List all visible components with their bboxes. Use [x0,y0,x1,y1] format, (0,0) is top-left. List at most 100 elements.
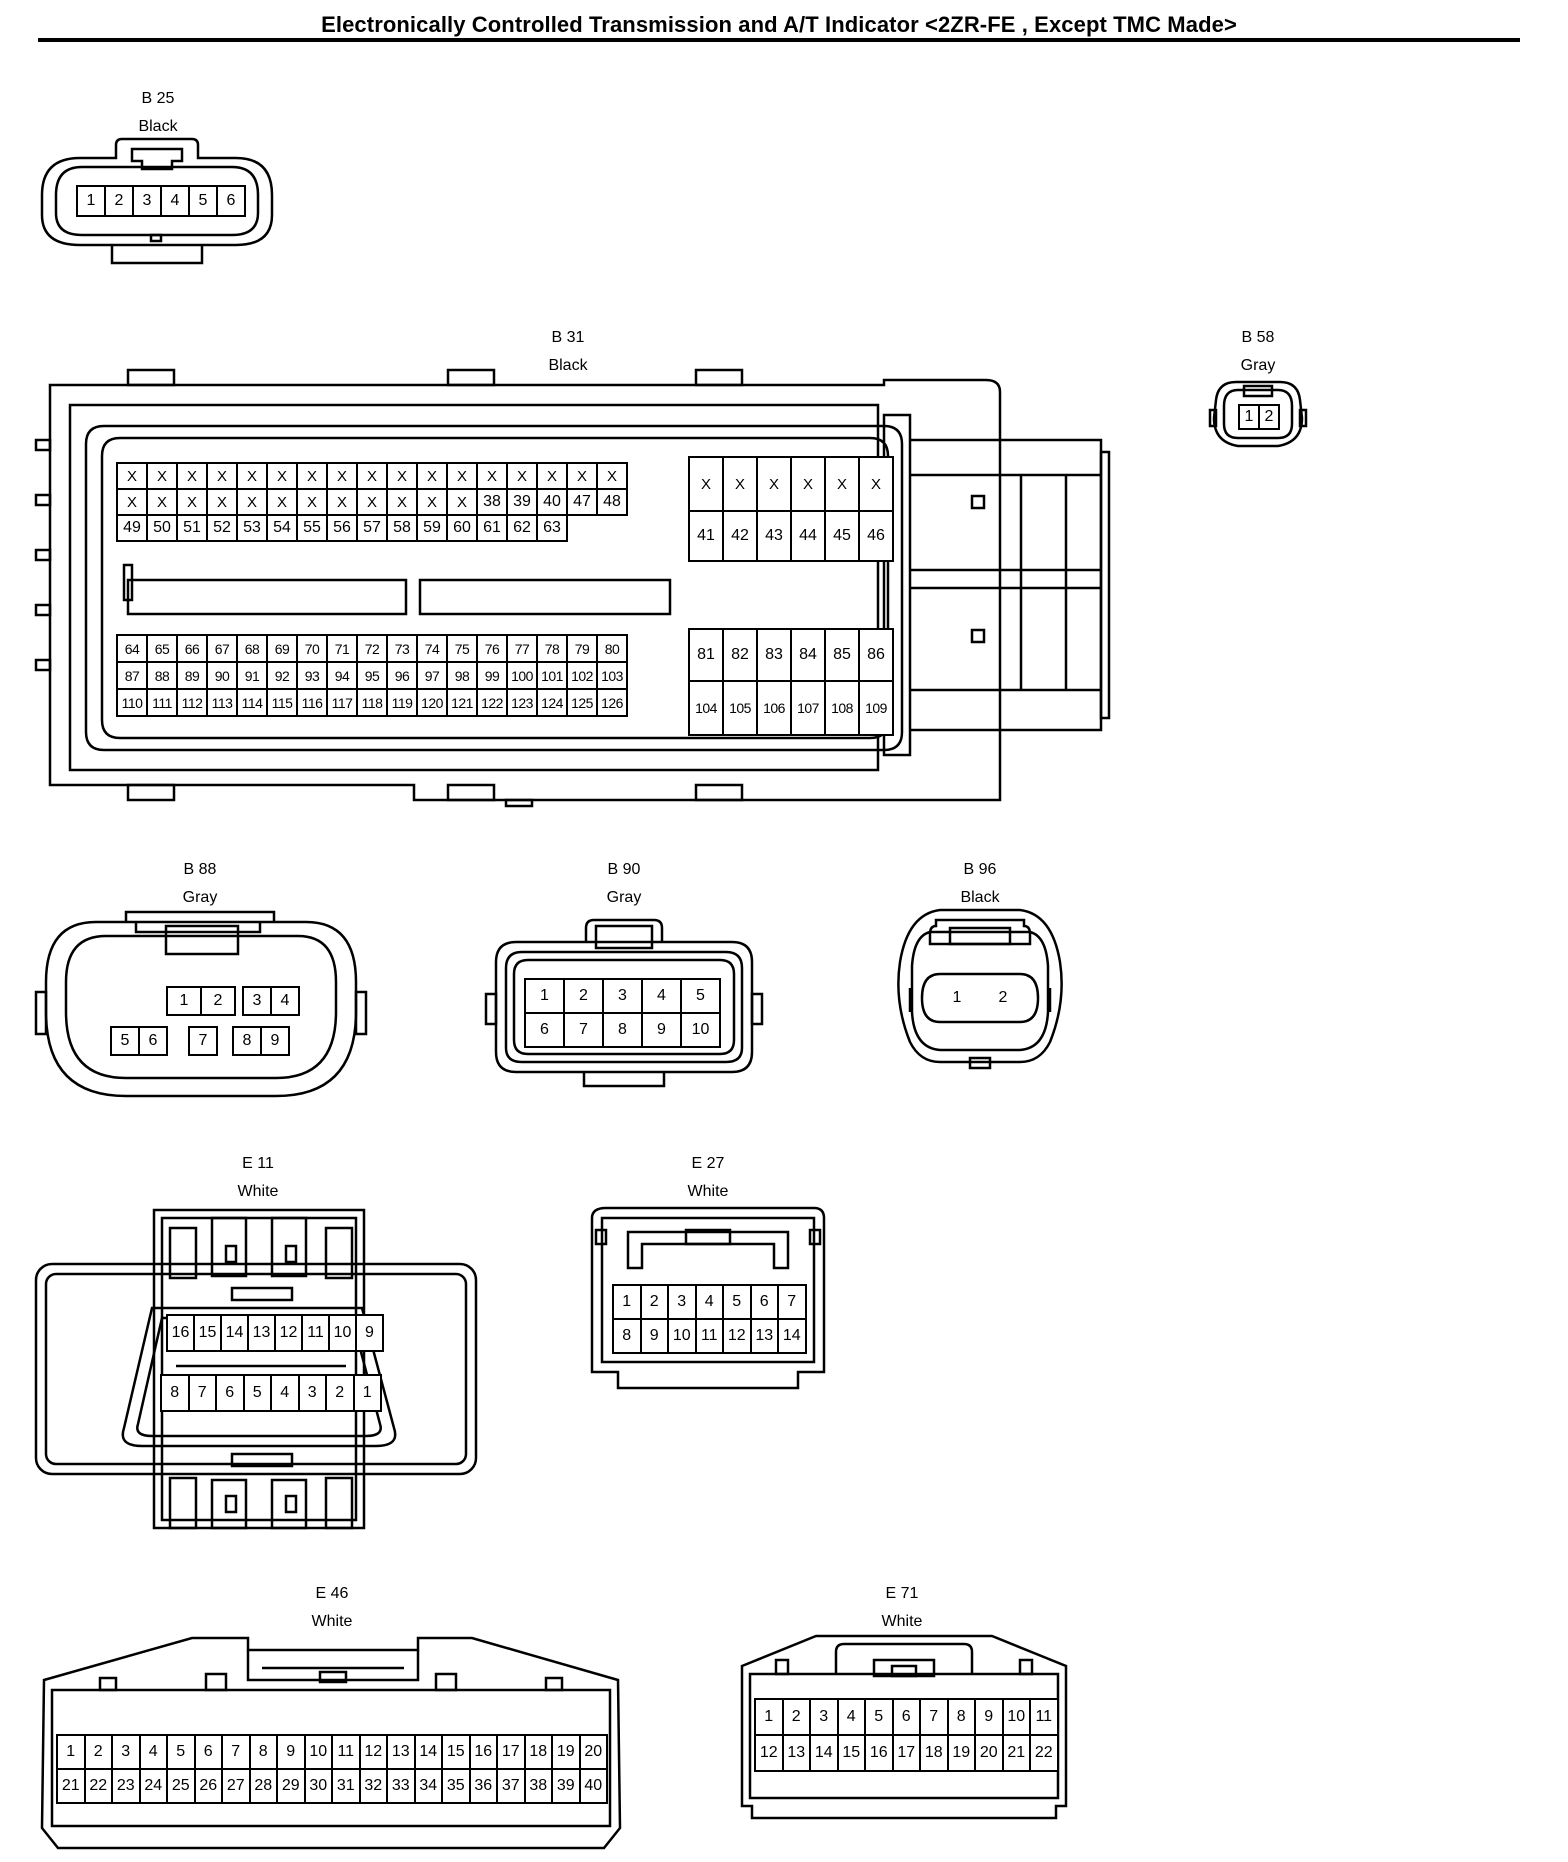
pin-cell: 10 [682,1014,721,1048]
pin-cell-unused: X [208,464,238,490]
pin-cell: 49 [118,516,148,542]
pin-cell-unused: X [598,464,628,490]
pin-cell: 27 [223,1770,251,1804]
pin-cell: 2 [106,187,134,217]
pin-cell: 11 [333,1736,361,1770]
pin-cell: 28 [250,1770,278,1804]
pin-cell: 5 [168,1736,196,1770]
connector-code: E 71 [885,1585,919,1602]
pin-cell: 8 [614,1320,642,1354]
pin-cell: 5 [112,1028,140,1056]
pin-cell-unused: X [690,458,724,512]
pin-cell: 3 [244,988,272,1016]
connector-code: B 90 [607,861,641,878]
pin-cell: 34 [415,1770,443,1804]
pin-cell: 7 [223,1736,251,1770]
pin-cell: 12 [360,1736,388,1770]
connector-code: E 11 [242,1155,274,1172]
pin-cell: 1 [614,1286,642,1320]
pin-cell: 68 [238,636,268,663]
connector-color: Black [548,357,588,374]
pin-cell: 30 [305,1770,333,1804]
pin-cell: 114 [238,690,268,717]
pin-cell: 8 [604,1014,643,1048]
pin-cell: 3 [134,187,162,217]
pin-cell: 122 [478,690,508,717]
connector-color: Black [960,889,1000,906]
pin-cell: 2 [202,988,236,1016]
pin-cell: 93 [298,663,328,690]
pin-cell: 3 [113,1736,141,1770]
pin-cell: 25 [168,1770,196,1804]
connector-code: B 25 [141,90,175,107]
pin-cell: 10 [669,1320,697,1354]
pin-cell-unused: X [268,464,298,490]
pin-cell: 126 [598,690,628,717]
connector-code: E 27 [691,1155,725,1172]
pin-cell: 38 [525,1770,553,1804]
pin-cell-unused: X [358,464,388,490]
pin-cell: 5 [866,1700,894,1736]
pin-cell: 1 [756,1700,784,1736]
connector-e71-outline [736,1586,1076,1852]
pin-cell: 56 [328,516,358,542]
pin-cell-unused: X [508,464,538,490]
pin-cell: 57 [358,516,388,542]
pin-cell: 47 [568,490,598,516]
pin-cell: 2 [641,1286,669,1320]
connector-b58-outline [1200,330,1310,470]
pin-cell: 36 [470,1770,498,1804]
pin-cell: 10 [330,1316,357,1352]
pin-cell: 16 [168,1316,195,1352]
pin-cell: 9 [262,1028,290,1056]
pin-cell: 9 [641,1320,669,1354]
pin-cell: 17 [893,1736,921,1772]
pin-cell: 38 [478,490,508,516]
pin-cell: 99 [478,663,508,690]
pin-cell: 15 [195,1316,222,1352]
pin-cell: 26 [195,1770,223,1804]
pin-cell: 1 [354,1376,382,1412]
connector-color: White [311,1613,353,1630]
pin-cell: 6 [893,1700,921,1736]
pin-cell: 6 [195,1736,223,1770]
pin-cell: 117 [328,690,358,717]
pin-cell: 9 [278,1736,306,1770]
pin-cell: 108 [826,682,860,736]
pin-cell: 81 [690,630,724,682]
pin-cell: 51 [178,516,208,542]
pin-cell: 63 [538,516,568,542]
pin-cell: 9 [357,1316,384,1352]
pin-cell: 44 [792,512,826,562]
pin-cell: 104 [690,682,724,736]
pin-cell: 98 [448,663,478,690]
pin-cell: 13 [388,1736,416,1770]
connector-color: White [881,1613,923,1630]
pin-cell: 9 [976,1700,1004,1736]
pin-cell: 3 [604,980,643,1014]
pin-cell: 75 [448,636,478,663]
title-divider [38,38,1520,42]
pin-cell: 7 [779,1286,807,1320]
pin-cell: 110 [118,690,148,717]
pin-cell: 53 [238,516,268,542]
pin-cell: 13 [783,1736,811,1772]
pin-cell: 16 [866,1736,894,1772]
connector-code: E 46 [315,1585,349,1602]
pin-cell: 1 [168,988,202,1016]
pin-cell: 16 [470,1736,498,1770]
pin-cell-unused: X [298,464,328,490]
pin-cell: 101 [538,663,568,690]
pin-cell: 13 [751,1320,779,1354]
page-title: Electronically Controlled Transmission a… [321,12,1237,37]
pin-cell: 83 [758,630,792,682]
pin-cell: 80 [598,636,628,663]
pin-cell: 116 [298,690,328,717]
pin-cell-unused: X [418,464,448,490]
pin-cell: 14 [779,1320,807,1354]
